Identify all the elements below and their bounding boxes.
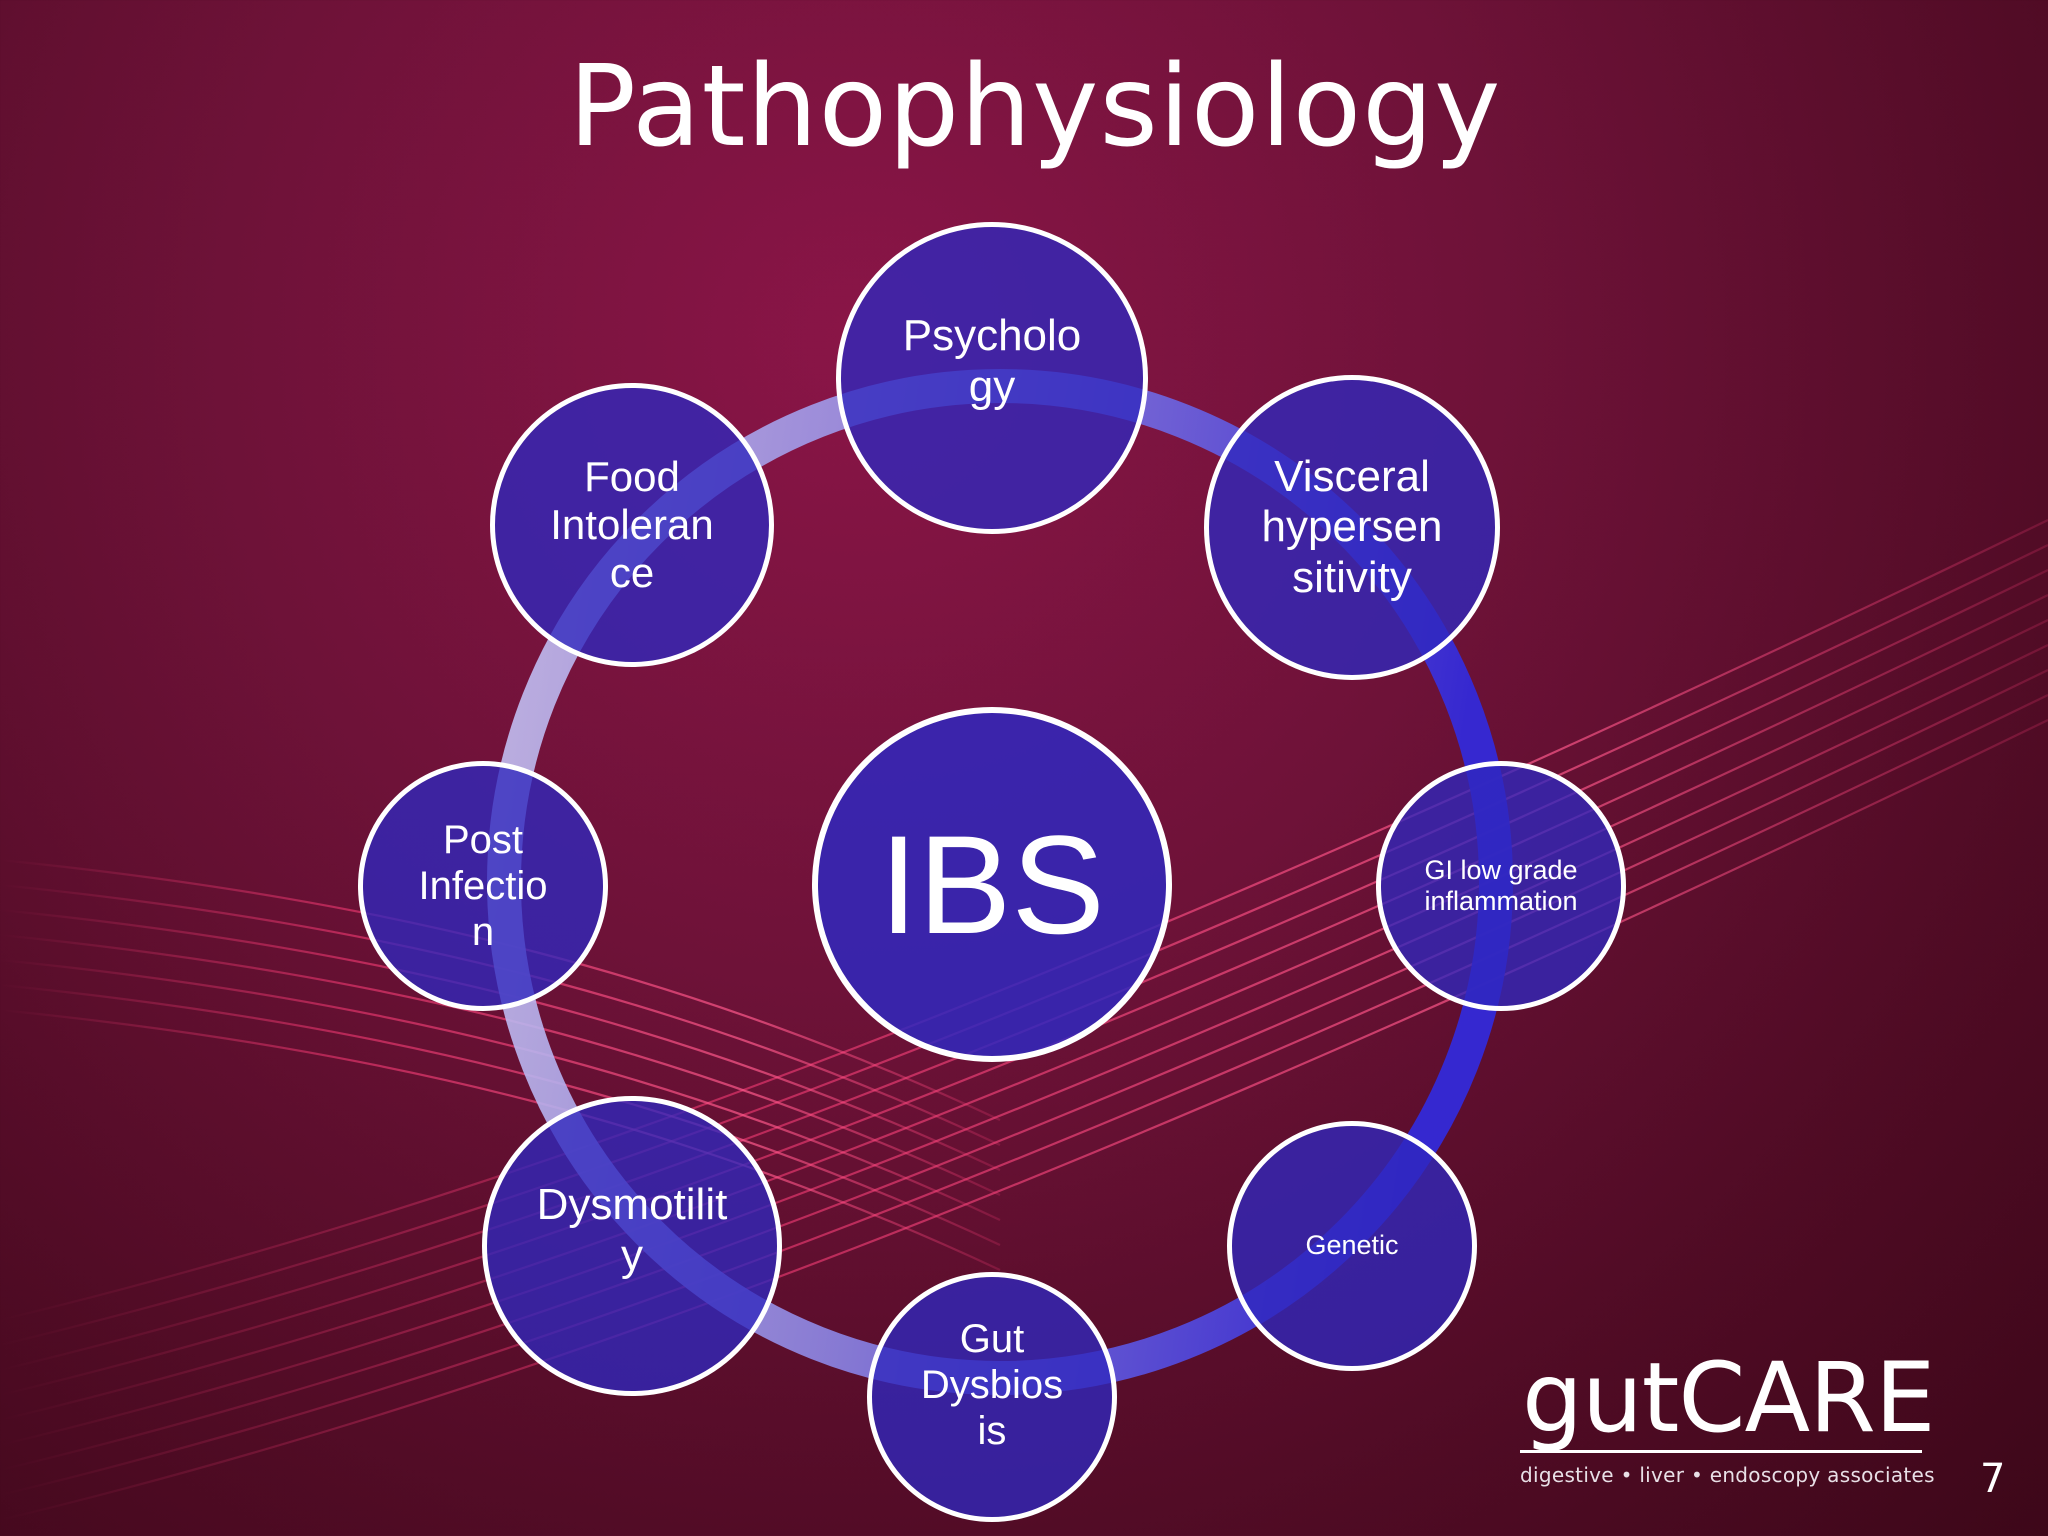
center-node-ibs: IBS [812, 707, 1172, 1062]
node-genetic: Genetic [1227, 1121, 1477, 1371]
slide-title: Pathophysiology [568, 42, 1502, 172]
node-post-infection: Post Infectio n [358, 761, 608, 1011]
logo-tagline: digestive • liver • endoscopy associates [1520, 1463, 1935, 1487]
node-label-gi-low-grade-inflammation: GI low grade inflammation [1424, 854, 1578, 916]
node-label-gut-dysbiosis: Gut Dysbios is [920, 1317, 1064, 1453]
node-gi-low-grade-inflammation: GI low grade inflammation [1376, 761, 1626, 1011]
gutcare-logo: gutCARE digestive • liver • endoscopy as… [1520, 1342, 1935, 1487]
node-visceral-hypersensitivity: Visceral hypersen sitivity [1204, 375, 1500, 680]
node-label-dysmotility: Dysmotilit y [536, 1180, 728, 1280]
center-node-label: IBS [879, 806, 1105, 963]
logo-divider [1520, 1450, 1922, 1453]
node-dysmotility: Dysmotilit y [482, 1096, 782, 1396]
node-label-psychology: Psycholo gy [902, 311, 1082, 411]
node-gut-dysbiosis: Gut Dysbios is [867, 1272, 1117, 1522]
node-food-intolerance: Food Intoleran ce [490, 383, 774, 667]
node-psychology: Psycholo gy [836, 222, 1148, 534]
node-label-visceral-hypersensitivity: Visceral hypersen sitivity [1261, 451, 1443, 602]
page-number: 7 [1980, 1456, 2006, 1502]
node-label-genetic: Genetic [1305, 1230, 1399, 1261]
node-label-food-intolerance: Food Intoleran ce [550, 452, 714, 597]
node-label-post-infection: Post Infectio n [418, 818, 548, 954]
logo-brand: gutCARE [1522, 1342, 1935, 1454]
